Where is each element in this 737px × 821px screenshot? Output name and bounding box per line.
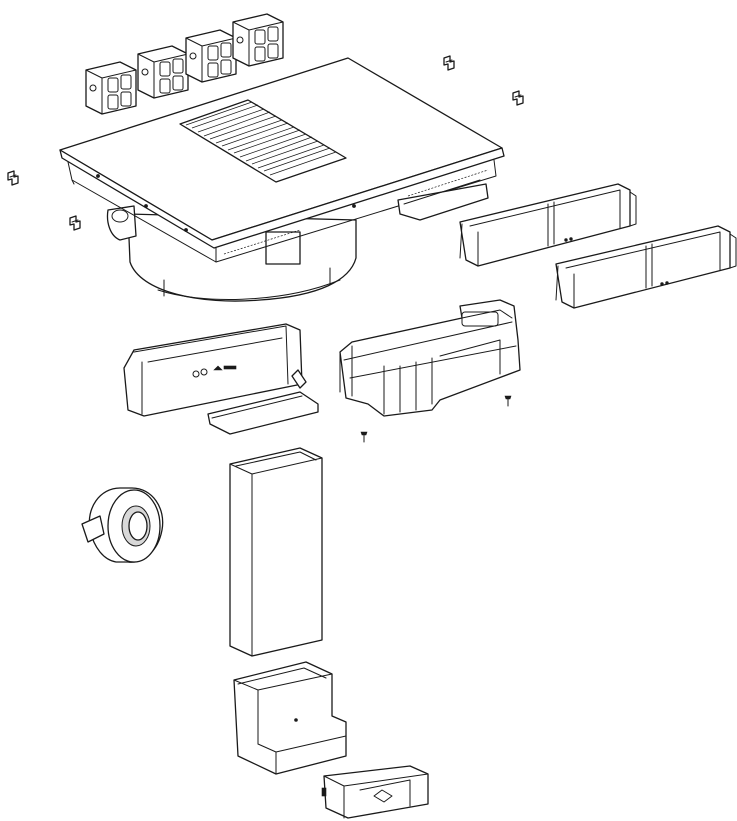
- screw-2: [360, 431, 368, 443]
- carbon-filter-3: [185, 29, 237, 83]
- carbon-filter-1: [85, 61, 137, 115]
- duct-extension-frame-2: [555, 225, 737, 309]
- duct-adapter: [321, 765, 429, 819]
- front-vent-perforations: [223, 169, 489, 255]
- mounting-bracket-4: [69, 215, 81, 231]
- vertical-duct: [229, 447, 323, 657]
- mounting-bracket-3: [7, 170, 19, 186]
- cooktop-hob: [59, 57, 505, 302]
- elbow-duct: [233, 661, 347, 775]
- mounting-bracket-2: [512, 90, 524, 106]
- screw-1: [504, 395, 512, 407]
- top-vent-grille: [179, 99, 347, 183]
- motor-housing: [339, 299, 521, 417]
- mounting-bracket-1: [443, 55, 455, 71]
- sealing-tape-roll: [81, 487, 164, 563]
- duct-extension-frame-1: [459, 183, 637, 267]
- carbon-filter-2: [137, 45, 189, 99]
- air-outlet-box: [123, 323, 319, 435]
- carbon-filter-4: [232, 13, 284, 67]
